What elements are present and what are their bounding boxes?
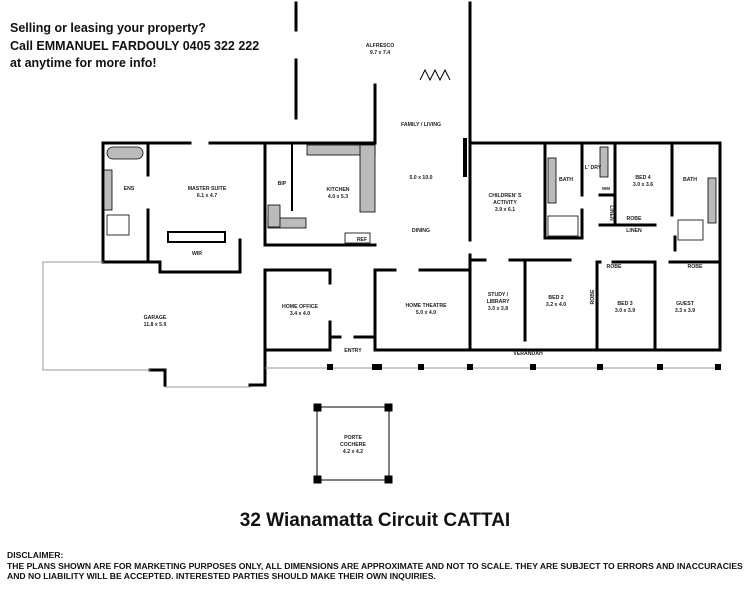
dim-porte-cochere: 4.2 x 4.2 bbox=[343, 449, 363, 455]
label-robe-guest: ROBE bbox=[688, 264, 704, 270]
label-porte-cochere-2: COCHERE bbox=[340, 442, 366, 448]
label-robe-bed-2: ROBE bbox=[590, 289, 596, 305]
label-wir: WIR bbox=[192, 251, 202, 257]
disclaimer: DISCLAIMER: THE PLANS SHOWN ARE FOR MARK… bbox=[7, 550, 747, 582]
label-bip: BIP bbox=[278, 181, 287, 187]
disclaimer-heading: DISCLAIMER: bbox=[7, 550, 64, 560]
promo-line-1: Selling or leasing your property? bbox=[10, 21, 206, 35]
label-ens: ENS bbox=[124, 186, 135, 192]
dim-bed-2: 3.2 x 4.0 bbox=[546, 302, 566, 308]
label-childrens-activity-1: CHILDREN' S bbox=[489, 193, 522, 199]
label-linen-2: LINEN bbox=[626, 228, 642, 234]
label-garage: GARAGE bbox=[144, 315, 167, 321]
promo-text: Selling or leasing your property? Call E… bbox=[10, 20, 259, 73]
dim-family-living: 5.0 x 10.0 bbox=[409, 175, 432, 181]
label-study-1: STUDY / bbox=[488, 292, 509, 298]
dim-bed-4: 3.0 x 3.6 bbox=[633, 182, 653, 188]
fixtures bbox=[103, 144, 717, 244]
label-bath-1: BATH bbox=[559, 177, 573, 183]
label-ref: REF bbox=[357, 237, 367, 243]
promo-line-2: Call EMMANUEL FARDOULY 0405 322 222 bbox=[10, 38, 260, 53]
label-home-office: HOME OFFICE bbox=[282, 304, 319, 310]
dim-home-office: 3.4 x 4.0 bbox=[290, 311, 310, 317]
label-porte-cochere-1: PORTE bbox=[344, 435, 362, 441]
room-labels: ALFRESCO 9.7 x 7.4 FAMILY / LIVING 5.0 x… bbox=[124, 43, 703, 455]
dim-study: 3.0 x 3.8 bbox=[488, 306, 508, 312]
label-entry: ENTRY bbox=[344, 348, 362, 354]
dim-childrens-activity: 3.9 x 6.1 bbox=[495, 207, 515, 213]
label-bed-2: BED 2 bbox=[548, 295, 563, 301]
label-bed-4: BED 4 bbox=[635, 175, 650, 181]
dim-alfresco: 9.7 x 7.4 bbox=[370, 50, 390, 56]
label-master-suite: MASTER SUITE bbox=[188, 186, 227, 192]
verandah-posts bbox=[265, 364, 721, 370]
label-home-theatre: HOME THEATRE bbox=[405, 303, 447, 309]
promo-line-3: at anytime for more info! bbox=[10, 56, 157, 70]
porte-cochere bbox=[313, 403, 393, 484]
dim-bed-3: 3.0 x 3.9 bbox=[615, 308, 635, 314]
property-address-title: 32 Wianamatta Circuit CATTAI bbox=[239, 510, 511, 531]
dim-kitchen: 4.0 x 5.3 bbox=[328, 194, 348, 200]
label-alfresco: ALFRESCO bbox=[366, 43, 395, 49]
label-kitchen: KITCHEN bbox=[326, 187, 349, 193]
label-bed-3: BED 3 bbox=[617, 301, 632, 307]
dim-master-suite: 6.1 x 4.7 bbox=[197, 193, 217, 199]
label-study-2: LIBRARY bbox=[487, 299, 510, 305]
label-bath-2: BATH bbox=[683, 177, 697, 183]
label-laundry: L' DRY bbox=[585, 165, 602, 171]
dim-guest: 3.3 x 3.9 bbox=[675, 308, 695, 314]
disclaimer-text: THE PLANS SHOWN ARE FOR MARKETING PURPOS… bbox=[7, 560, 743, 582]
floor-plan: ALFRESCO 9.7 x 7.4 FAMILY / LIVING 5.0 x… bbox=[42, 1, 722, 484]
label-guest: GUEST bbox=[676, 301, 695, 307]
label-robe-bed-4: ROBE bbox=[627, 216, 643, 222]
label-dining: DINING bbox=[412, 228, 430, 234]
label-verandah: VERANDAH bbox=[513, 351, 543, 357]
dim-garage: 11.8 x 5.9 bbox=[144, 322, 167, 328]
label-linen-1: LINEN bbox=[608, 205, 614, 221]
label-childrens-activity-2: ACTIVITY bbox=[493, 200, 517, 206]
label-family-living: FAMILY / LIVING bbox=[401, 122, 441, 128]
walls bbox=[42, 1, 722, 388]
dim-home-theatre: 5.0 x 4.0 bbox=[416, 310, 436, 316]
alfresco-roof bbox=[419, 68, 451, 82]
label-wm: WM bbox=[602, 186, 610, 191]
label-robe-bed-3: ROBE bbox=[607, 264, 623, 270]
